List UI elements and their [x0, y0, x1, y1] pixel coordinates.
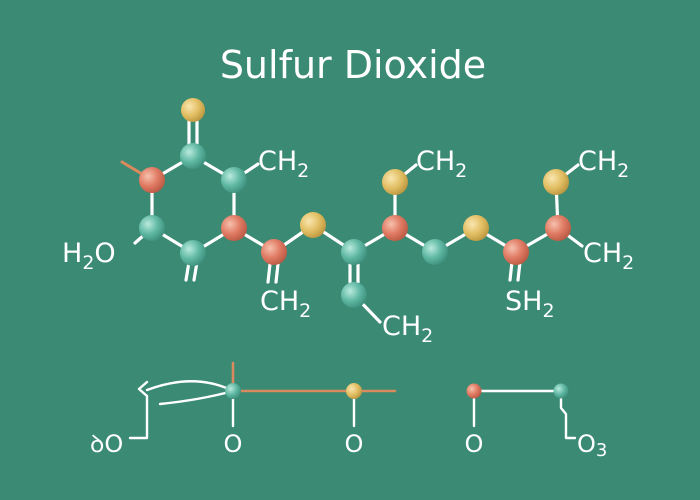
- bond: [128, 380, 149, 440]
- bond: [508, 260, 514, 282]
- label-ch2: CH2: [260, 286, 311, 322]
- atom-red: [221, 215, 247, 241]
- page-title: Sulfur Dioxide: [220, 43, 486, 87]
- label-ch2: CH2: [258, 146, 309, 182]
- label-o3: O3: [577, 430, 607, 461]
- atom-teal: [180, 143, 206, 169]
- atom-teal: [225, 383, 241, 399]
- atom-red: [503, 239, 529, 265]
- atom-yellow: [543, 169, 569, 195]
- lower-bonds: [128, 380, 577, 440]
- atom-yellow: [181, 98, 205, 122]
- label-o: O: [345, 430, 364, 458]
- label-ch2: CH2: [578, 146, 629, 182]
- atom-red: [261, 239, 287, 265]
- atom-teal: [221, 167, 247, 193]
- atom-yellow: [382, 169, 408, 195]
- bond: [266, 262, 272, 284]
- label-ch2: CH2: [382, 311, 433, 347]
- atom-yellow: [300, 212, 326, 238]
- atom-yellow: [463, 215, 489, 241]
- bond: [274, 262, 280, 284]
- label-ch2: CH2: [583, 238, 634, 274]
- bond: [516, 260, 522, 282]
- bond: [145, 380, 235, 393]
- bond: [158, 389, 235, 406]
- atom-red: [382, 215, 408, 241]
- atom-teal: [341, 282, 367, 308]
- bond: [559, 389, 577, 440]
- atom-yellow: [346, 383, 362, 399]
- atom-teal: [553, 383, 569, 399]
- label-h2o: H2O: [62, 238, 116, 274]
- atom-red: [545, 215, 571, 241]
- atoms: [139, 98, 571, 308]
- label-sh2: SH2: [505, 286, 555, 322]
- label-lower-left: ꝺO: [90, 430, 123, 458]
- atom-red: [466, 383, 482, 399]
- label-ch2: CH2: [416, 146, 467, 182]
- atom-teal: [422, 239, 448, 265]
- atom-red: [139, 167, 165, 193]
- lower-atoms: [225, 383, 569, 399]
- label-o: O: [224, 430, 243, 458]
- label-o: O: [465, 430, 484, 458]
- atom-teal: [341, 239, 367, 265]
- atom-teal: [180, 240, 206, 266]
- atom-teal: [139, 215, 165, 241]
